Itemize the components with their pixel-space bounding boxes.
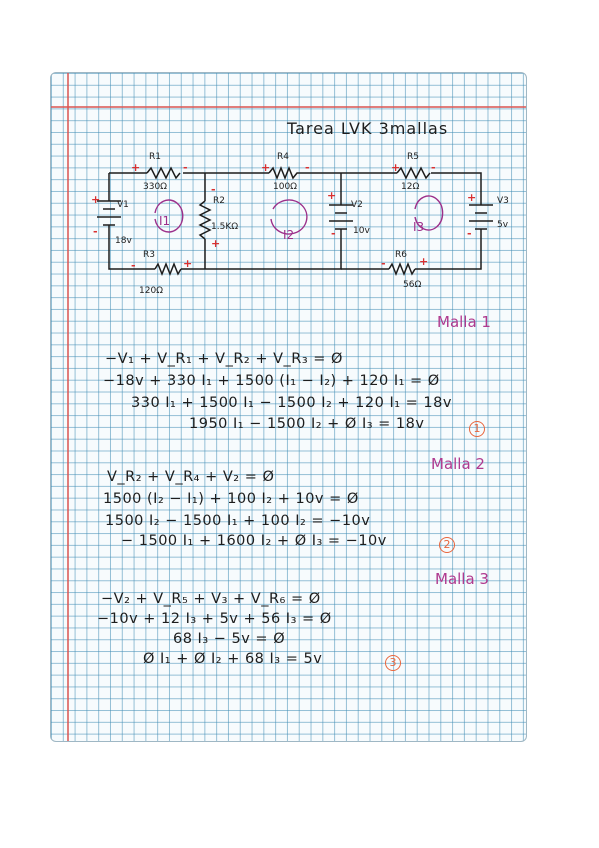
malla-2-eq-1: V_R₂ + V_R₄ + V₂ = Ø <box>107 469 275 485</box>
r5-plus: + <box>391 161 400 174</box>
malla-3-heading: Malla 3 <box>435 570 489 588</box>
r3-value: 120Ω <box>139 286 163 296</box>
r2-label: R2 <box>213 196 225 206</box>
r4-label: R4 <box>277 152 289 162</box>
malla-1-marker: 1 <box>469 417 485 437</box>
v1-minus: - <box>93 225 98 238</box>
r4-plus: + <box>261 161 270 174</box>
v3-plus: + <box>467 191 476 204</box>
malla-1-eq-4: 1950 I₁ − 1500 I₂ + Ø I₃ = 18v <box>189 416 425 432</box>
r4-value: 100Ω <box>273 182 297 192</box>
v3-value: 5v <box>497 220 509 230</box>
malla-1-eq-2: −18v + 330 I₁ + 1500 (I₁ − I₂) + 120 I₁ … <box>103 373 440 389</box>
r6-minus: - <box>381 257 386 270</box>
r6-label: R6 <box>395 250 407 260</box>
i3-label: I3 <box>413 220 424 234</box>
malla-3-marker: 3 <box>385 651 401 671</box>
r5-value: 12Ω <box>401 182 419 192</box>
r2-value: 1.5KΩ <box>211 222 238 232</box>
r2-minus: - <box>211 183 216 196</box>
malla-3-eq-2: −10v + 12 I₃ + 5v + 56 I₃ = Ø <box>97 611 332 627</box>
v2-label: V2 <box>351 200 363 210</box>
malla-1-eq-3: 330 I₁ + 1500 I₁ − 1500 I₂ + 120 I₁ = 18… <box>131 395 452 411</box>
v1-value: 18v <box>115 236 132 246</box>
malla-2-eq-4: − 1500 I₁ + 1600 I₂ + Ø I₃ = −10v <box>121 533 387 549</box>
malla-2-eq-3: 1500 I₂ − 1500 I₁ + 100 I₂ = −10v <box>105 513 371 529</box>
r5-minus: - <box>431 161 436 174</box>
malla-3-eq-4: Ø I₁ + Ø I₂ + 68 I₃ = 5v <box>143 651 323 667</box>
v2-value: 10v <box>353 226 370 236</box>
r6-plus: + <box>419 255 428 268</box>
v3-minus: - <box>467 227 472 240</box>
page-title: Tarea LVK 3mallas <box>287 119 449 138</box>
r2-plus: + <box>211 237 220 250</box>
notebook-page: Tarea LVK 3mallas <box>50 72 527 742</box>
margin-line-horizontal <box>51 106 526 108</box>
malla-2-heading: Malla 2 <box>431 455 485 473</box>
r6-value: 56Ω <box>403 280 421 290</box>
v1-plus: + <box>91 193 100 206</box>
r1-plus: + <box>131 161 140 174</box>
v1-label: V1 <box>117 200 129 210</box>
v2-minus: - <box>331 227 336 240</box>
marker-circle-3: 3 <box>385 655 401 671</box>
malla-1-heading: Malla 1 <box>437 313 491 331</box>
v3-label: V3 <box>497 196 509 206</box>
r3-plus: + <box>183 257 192 270</box>
r5-label: R5 <box>407 152 419 162</box>
malla-2-eq-2: 1500 (I₂ − I₁) + 100 I₂ + 10v = Ø <box>103 491 359 507</box>
malla-3-eq-3: 68 I₃ − 5v = Ø <box>173 631 286 647</box>
i2-label: I2 <box>283 228 294 242</box>
v2-plus: + <box>327 189 336 202</box>
malla-1-eq-1: −V₁ + V_R₁ + V_R₂ + V_R₃ = Ø <box>105 351 343 367</box>
i1-label: I1 <box>159 214 170 228</box>
r1-minus: - <box>183 161 188 174</box>
margin-line-vertical <box>67 73 69 741</box>
r1-value: 330Ω <box>143 182 167 192</box>
r3-label: R3 <box>143 250 155 260</box>
r4-minus: - <box>305 161 310 174</box>
circuit-diagram: R1 330Ω R4 100Ω R5 12Ω R2 1.5KΩ R3 120Ω … <box>91 152 509 296</box>
r3-minus: - <box>131 259 136 272</box>
malla-2-marker: 2 <box>439 533 455 553</box>
marker-circle-2: 2 <box>439 537 455 553</box>
malla-3-eq-1: −V₂ + V_R₅ + V₃ + V_R₆ = Ø <box>101 591 321 607</box>
marker-circle-1: 1 <box>469 421 485 437</box>
r1-label: R1 <box>149 152 161 162</box>
